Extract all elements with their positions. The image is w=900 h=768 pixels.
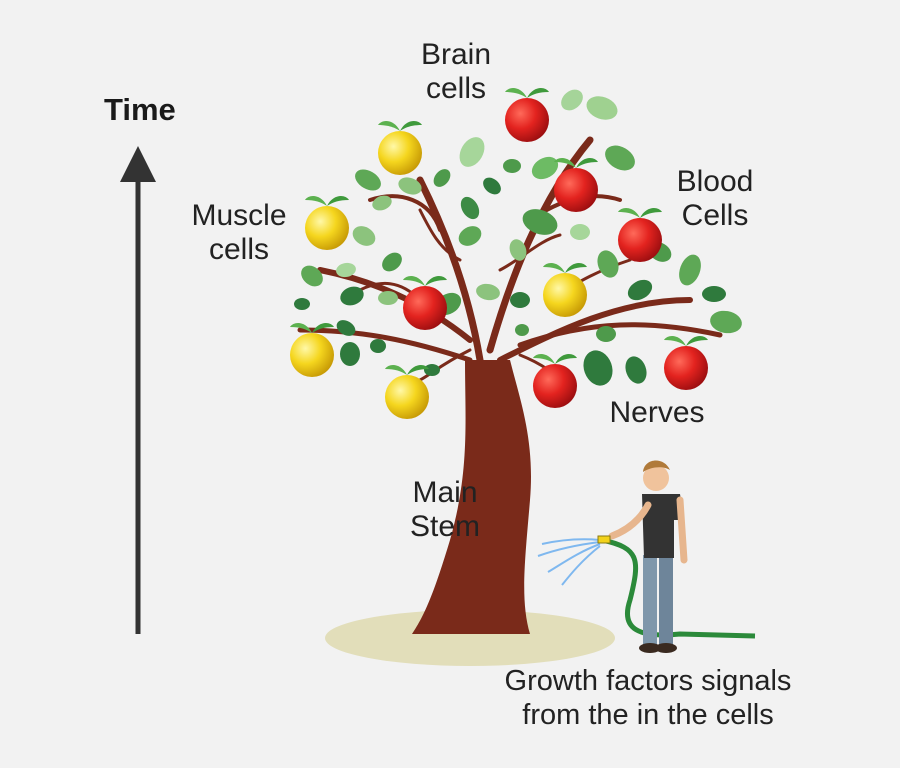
yellow-fruit [385,365,429,419]
label-growth-factors: Growth factors signals from the in the c… [504,665,792,731]
label-muscle-cells: Muscle cells [191,199,287,266]
yellow-fruit [543,263,587,317]
gardener-figure [537,460,756,653]
red-fruit [554,158,598,212]
label-brain-cells: Brain cells [420,38,492,105]
label-nerves: Nerves [609,396,705,429]
red-fruit [618,208,662,262]
label-blood-cells: Blood Cells [676,165,754,232]
time-axis-label: Time [104,92,176,127]
red-fruit [533,354,577,408]
ground-shadow [325,610,615,666]
time-arrow [120,146,156,634]
label-main-stem: Main Stem [409,476,481,543]
cell-fruits [290,88,708,419]
tree-trunk [412,360,531,634]
yellow-fruit [305,196,349,250]
leaves [294,89,742,386]
yellow-fruit [378,121,422,175]
red-fruit [505,88,549,142]
yellow-fruit [290,323,334,377]
red-fruit [403,276,447,330]
red-fruit [664,336,708,390]
